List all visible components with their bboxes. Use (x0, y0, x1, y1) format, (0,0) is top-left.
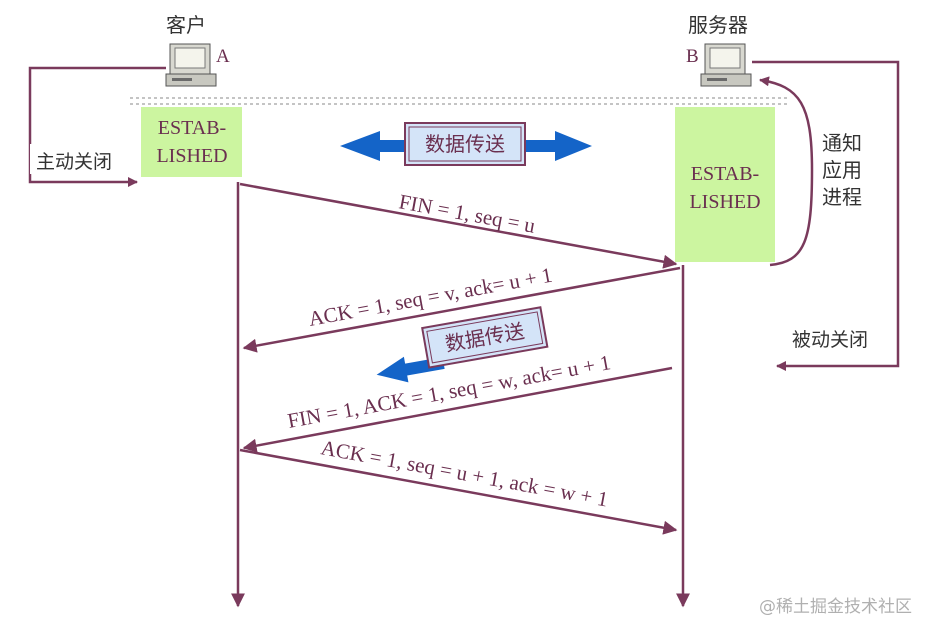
server-letter: B (686, 46, 699, 67)
server-state-line1: ESTAB- (691, 163, 759, 185)
notify-app-line2: 应用 (822, 158, 862, 182)
active-close-label: 主动关闭 (36, 151, 112, 173)
notify-app-line3: 进程 (822, 185, 862, 209)
passive-close-bracket (752, 60, 900, 371)
data-transfer-top-label: 数据传送 (425, 132, 505, 156)
message-label-fin-client: FIN = 1, seq = u (397, 189, 538, 238)
client-state-line2: LISHED (156, 145, 227, 167)
message-arrow-ack-client (239, 448, 678, 535)
active-close-label-bg (30, 144, 134, 174)
server-label: 服务器 (688, 13, 748, 37)
notify-app-curve (759, 76, 814, 267)
client-state-box (141, 107, 242, 177)
message-arrow-fin-client (239, 182, 678, 269)
data-transfer-mid-arrow: 数据传送 (376, 306, 549, 383)
server-computer-icon (700, 43, 752, 87)
client-computer-icon (165, 43, 217, 87)
active-close-bracket (28, 66, 166, 187)
client-state-line1: ESTAB- (158, 117, 226, 139)
server-state-box (675, 107, 775, 262)
server-state-line2: LISHED (689, 191, 760, 213)
message-arrow-ack-server (242, 266, 681, 353)
passive-close-label: 被动关闭 (792, 329, 868, 351)
passive-close-label-bg (786, 322, 896, 354)
message-arrow-fin-server (242, 366, 673, 453)
notify-app-line1: 通知 (822, 131, 862, 155)
client-letter: A (216, 46, 230, 67)
watermark: @稀土掘金技术社区 (759, 597, 912, 617)
data-transfer-top-arrow (340, 122, 592, 166)
client-label: 客户 (166, 13, 206, 37)
